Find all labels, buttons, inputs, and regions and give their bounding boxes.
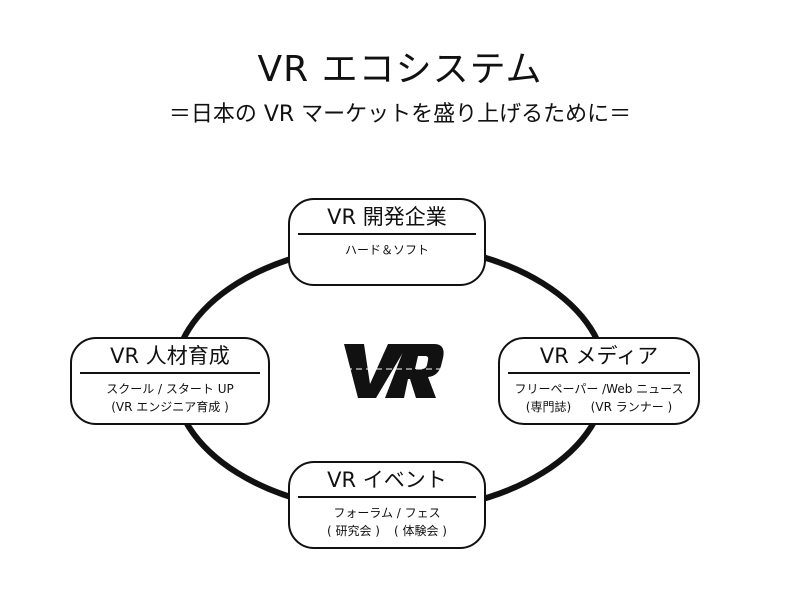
node-heading: VR メディア [508,344,690,374]
node-heading: VR 開発企業 [298,205,476,235]
node-description: ( 研究会 ) [327,524,380,538]
node-vr-events: VR イベント フォーラム / フェス ( 研究会 ) ( 体験会 ) [288,461,486,549]
page-title: VR エコシステム [257,49,543,90]
node-vr-media: VR メディア フリーペーパー /Web ニュース (専門誌) (VR ランナー… [498,337,700,425]
page-subtitle: ＝日本の VR マーケットを盛り上げるために＝ [168,102,632,127]
node-description: フォーラム / フェス [333,506,441,520]
node-description: (VR ランナー ) [590,400,673,414]
node-vr-developers: VR 開発企業 ハード＆ソフト [288,198,486,286]
node-description: ハード＆ソフト [344,243,429,257]
node-vr-talent-development: VR 人材育成 スクール / スタート UP (VR エンジニア育成 ) [70,337,270,425]
node-description: ( 体験会 ) [394,524,447,538]
node-heading: VR 人材育成 [80,344,260,374]
node-description: フリーペーパー /Web ニュース [514,382,684,396]
node-description: (VR エンジニア育成 ) [111,400,229,414]
node-description: スクール / スタート UP [106,382,234,396]
node-heading: VR イベント [298,468,476,498]
node-description: (専門誌) [525,400,572,414]
vr-logo-icon [336,344,446,398]
